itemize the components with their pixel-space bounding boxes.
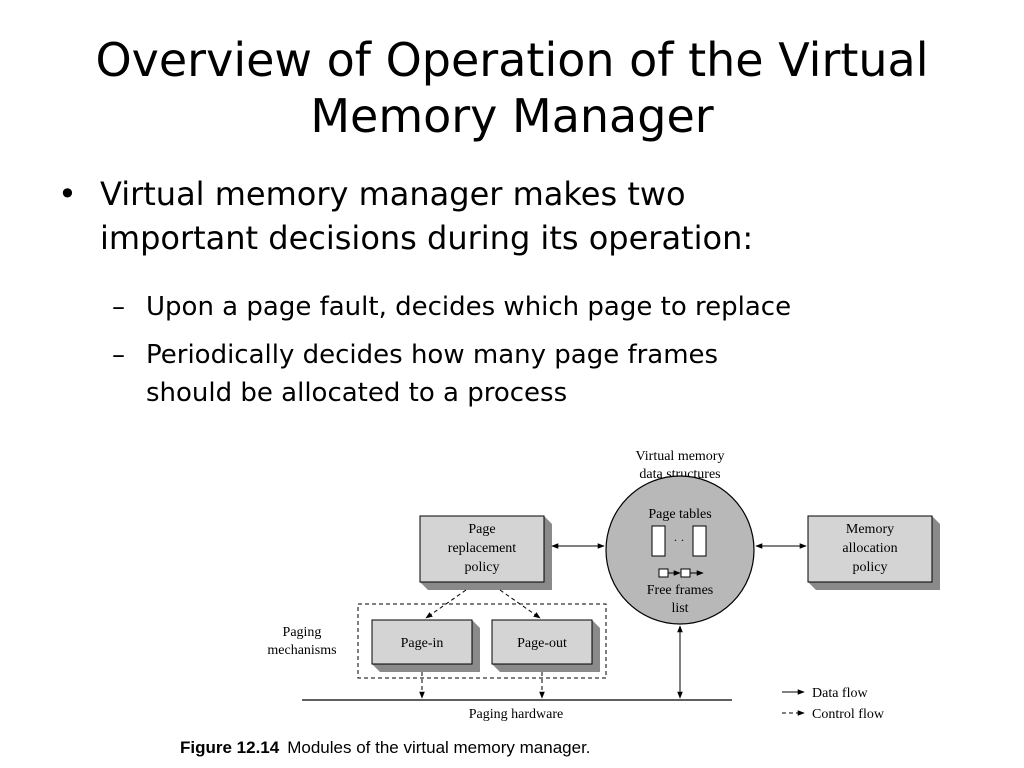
sub-bullet-page-fault: – Upon a page fault, decides which page …: [112, 288, 986, 326]
memory-allocation-box-shadow: [808, 516, 940, 590]
page-replacement-box-shadow: [420, 516, 552, 590]
sub-bullet-list: – Upon a page fault, decides which page …: [112, 288, 992, 422]
page-in-label: Page-in: [401, 636, 444, 651]
memory-allocation-label-1: Memory: [846, 522, 894, 537]
figure-caption-text: Modules of the virtual memory manager.: [287, 738, 591, 757]
bullet-line-1: Virtual memory manager makes two: [100, 175, 686, 213]
vm-data-structures-label-1: Virtual memory: [636, 449, 725, 464]
vm-manager-diagram: Virtual memory data structures Page tabl…: [267, 449, 940, 722]
free-frames-label-1: Free frames: [647, 583, 713, 598]
page-replacement-label-1: Page: [468, 522, 495, 537]
sub-bullet-2-line-1: Periodically decides how many page frame…: [146, 340, 719, 370]
memory-allocation-label-3: policy: [853, 560, 888, 575]
bullet-glyph: •: [58, 175, 77, 213]
page-replacement-label-3: policy: [465, 560, 500, 575]
title-line-2: Memory Manager: [310, 89, 714, 143]
paging-mechanisms-label-1: Paging: [283, 625, 322, 640]
slide-title: Overview of Operation of the Virtual Mem…: [40, 32, 984, 144]
sub-bullet-page-frames: – Periodically decides how many page fra…: [112, 336, 886, 412]
page-out-box: [491, 619, 593, 665]
replacement-to-page-in-control-arrow: [425, 589, 467, 619]
page-table-icon: [651, 525, 666, 557]
title-line-1: Overview of Operation of the Virtual: [95, 33, 929, 87]
page-in-box-shadow: [372, 620, 480, 672]
dash-glyph: –: [112, 340, 125, 370]
memory-allocation-label-2: allocation: [842, 541, 897, 556]
memory-allocation-policy-box: [807, 515, 933, 583]
page-tables-ellipsis: · ·: [674, 533, 685, 547]
sub-bullet-2-line-2: should be allocated to a process: [146, 378, 568, 408]
free-frame-icon: [658, 568, 669, 578]
vm-manager-figure: Virtual memory data structures Page tabl…: [170, 440, 970, 768]
page-replacement-label-2: replacement: [448, 541, 517, 556]
legend-data-flow-label: Data flow: [812, 686, 868, 701]
replacement-to-page-out-control-arrow: [499, 589, 541, 619]
sub-bullet-1-line-1: Upon a page fault, decides which page to…: [146, 292, 792, 322]
page-out-box-shadow: [492, 620, 600, 672]
paging-hardware-label: Paging hardware: [469, 707, 563, 722]
free-frames-label-2: list: [671, 601, 688, 616]
page-table-icon: [692, 525, 707, 557]
dash-glyph: –: [112, 292, 125, 322]
figure-caption: Figure 12.14 Modules of the virtual memor…: [180, 738, 591, 758]
main-bullet: • Virtual memory manager makes two impor…: [58, 172, 978, 260]
free-frame-icon: [680, 568, 691, 578]
figure-number: Figure 12.14: [180, 738, 280, 757]
page-out-label: Page-out: [517, 636, 567, 651]
bullet-line-2: important decisions during its operation…: [100, 219, 754, 257]
page-tables-label: Page tables: [648, 507, 711, 522]
paging-mechanisms-label-2: mechanisms: [267, 643, 336, 658]
vm-data-structures-circle: [605, 475, 755, 625]
page-replacement-policy-box: [419, 515, 545, 583]
page-in-box: [371, 619, 473, 665]
legend-control-flow-label: Control flow: [812, 707, 885, 722]
